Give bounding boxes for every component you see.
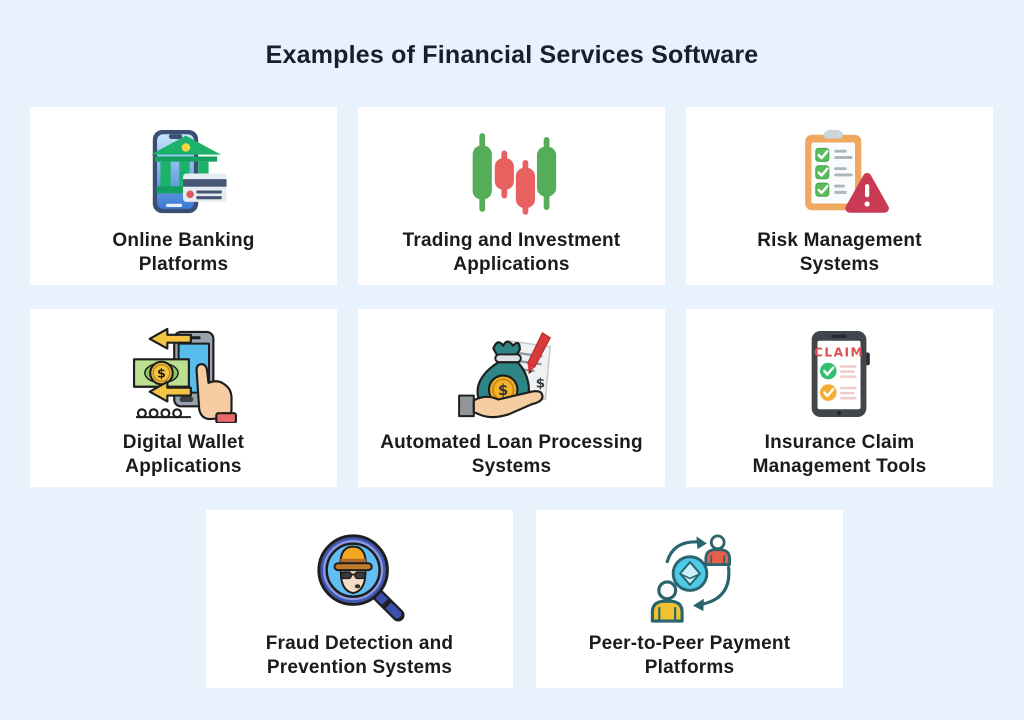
spy-magnifier-icon	[311, 527, 409, 624]
card-label: Risk Management Systems	[757, 229, 922, 277]
dollar-glyph: $	[498, 382, 508, 399]
card-label: Automated Loan Processing Systems	[380, 431, 643, 479]
card-row-2: $ Digital Wallet Applications $	[30, 309, 993, 487]
label-line: Platforms	[644, 657, 735, 678]
money-transfer-phone-icon: $	[130, 326, 238, 423]
label-line: Trading and Investment	[402, 230, 621, 251]
claim-tablet-icon: CLAIM	[796, 326, 884, 423]
claim-text: CLAIM	[813, 345, 863, 359]
candlestick-chart-icon	[464, 124, 560, 221]
card-p2p-payments: Peer-to-Peer Payment Platforms	[536, 510, 843, 688]
label-line: Management Tools	[752, 456, 927, 477]
label-line: Applications	[453, 254, 570, 275]
page-title: Examples of Financial Services Software	[265, 41, 759, 69]
card-online-banking: Online Banking Platforms	[30, 107, 337, 285]
card-label: Peer-to-Peer Payment Platforms	[589, 632, 790, 680]
label-line: Systems	[471, 456, 552, 477]
label-line: Automated Loan Processing	[380, 432, 643, 453]
label-line: Digital Wallet	[122, 432, 245, 453]
card-insurance-claim: CLAIM Insurance Claim Management Tools	[686, 309, 993, 487]
card-fraud-detection: Fraud Detection and Prevention Systems	[206, 510, 513, 688]
label-line: Online Banking	[112, 230, 255, 251]
checklist-warning-icon	[790, 124, 890, 221]
label-line: Applications	[125, 456, 242, 477]
money-bag-hand-icon: $ $	[457, 326, 566, 423]
card-label: Fraud Detection and Prevention Systems	[266, 632, 453, 680]
dollar-glyph: $	[535, 375, 545, 391]
label-line: Systems	[799, 254, 880, 275]
card-row-1: Online Banking Platforms Trading and Inv…	[30, 107, 993, 285]
card-row-3: Fraud Detection and Prevention Systems	[206, 510, 843, 688]
label-line: Peer-to-Peer Payment	[588, 633, 791, 654]
card-label: Online Banking Platforms	[112, 229, 254, 277]
dollar-glyph: $	[157, 366, 166, 381]
label-line: Prevention Systems	[266, 657, 453, 678]
card-loan-processing: $ $ Automated Loan	[358, 309, 665, 487]
peer-transfer-icon	[640, 527, 740, 624]
label-line: Platforms	[138, 254, 229, 275]
card-label: Digital Wallet Applications	[123, 431, 244, 479]
label-line: Fraud Detection and	[265, 633, 454, 654]
card-label: Trading and Investment Applications	[403, 229, 621, 277]
bank-phone-icon	[132, 124, 236, 221]
card-label: Insurance Claim Management Tools	[753, 431, 927, 479]
card-digital-wallet: $ Digital Wallet Applications	[30, 309, 337, 487]
label-line: Insurance Claim	[764, 432, 915, 453]
card-trading: Trading and Investment Applications	[358, 107, 665, 285]
card-risk-management: Risk Management Systems	[686, 107, 993, 285]
label-line: Risk Management	[757, 230, 922, 251]
